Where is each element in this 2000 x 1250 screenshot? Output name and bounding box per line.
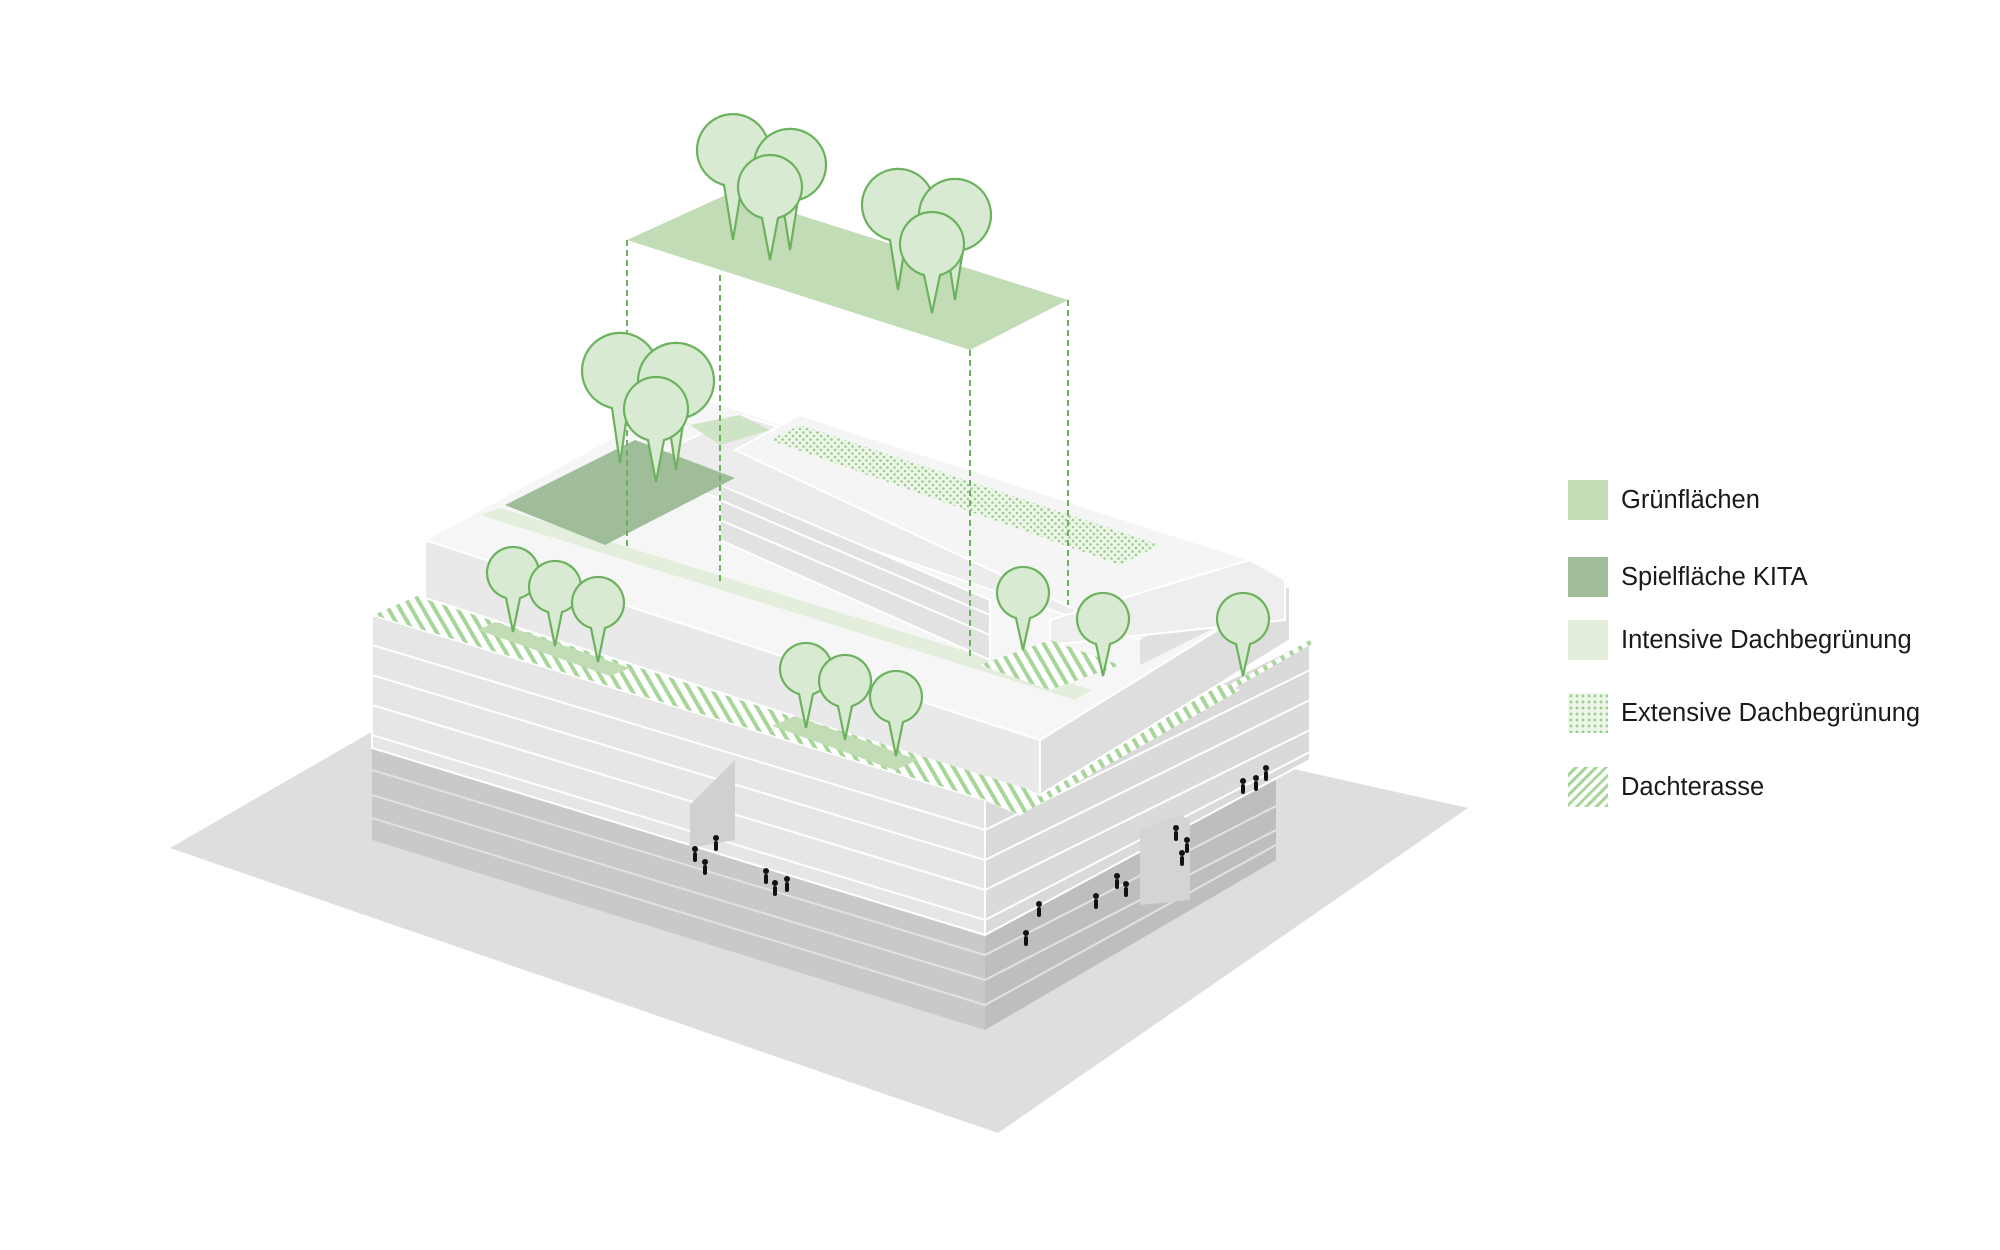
- east-roof-terrace: [1205, 640, 1312, 702]
- tree-icon: [898, 210, 966, 314]
- legend-label: Dachterasse: [1621, 772, 1765, 801]
- legend-swatch-gruenflaechen: [1568, 480, 1608, 520]
- legend-label: Extensive Dachbegrünung: [1621, 698, 1921, 727]
- legend-label: Grünflächen: [1621, 485, 1760, 514]
- legend-item-intensive: Intensive Dachbegrünung: [1568, 620, 1912, 660]
- legend-item-extensive: Extensive Dachbegrünung: [1568, 693, 1920, 733]
- legend-item-spielflaeche: Spielfläche KITA: [1568, 557, 1808, 597]
- tree-icon: [736, 153, 804, 261]
- upper-green-strip: [690, 415, 770, 445]
- people: [692, 765, 1269, 946]
- tree-icon: [1215, 591, 1271, 677]
- legend-swatch-spielflaeche: [1568, 557, 1608, 597]
- tree-icon: [622, 375, 690, 483]
- legend-label: Intensive Dachbegrünung: [1621, 625, 1912, 654]
- elevated-green-plane: [627, 193, 1068, 350]
- trees: [485, 113, 1271, 757]
- intensive-roof-strip: [480, 508, 1092, 700]
- legend-item-gruenflaechen: Grünflächen: [1568, 480, 1760, 520]
- legend-label: Spielfläche KITA: [1621, 562, 1808, 591]
- upper-terrace-right: [980, 640, 1120, 690]
- extensive-roof-block: [732, 413, 1286, 665]
- legend-swatch-dachterasse: [1568, 767, 1608, 807]
- tree-icon: [995, 565, 1051, 651]
- tree-icon: [868, 669, 924, 757]
- building-lower-block: [371, 613, 1311, 937]
- tree-icon: [570, 575, 626, 663]
- terrace-green-patch-left: [478, 622, 630, 676]
- tree-icon: [817, 653, 873, 741]
- terrace-green-patch-center: [772, 716, 918, 770]
- tree-icon: [1075, 591, 1131, 677]
- legend-swatch-extensive: [1568, 693, 1608, 733]
- legend-item-dachterasse: Dachterasse: [1568, 767, 1764, 807]
- legend-swatch-intensive: [1568, 620, 1608, 660]
